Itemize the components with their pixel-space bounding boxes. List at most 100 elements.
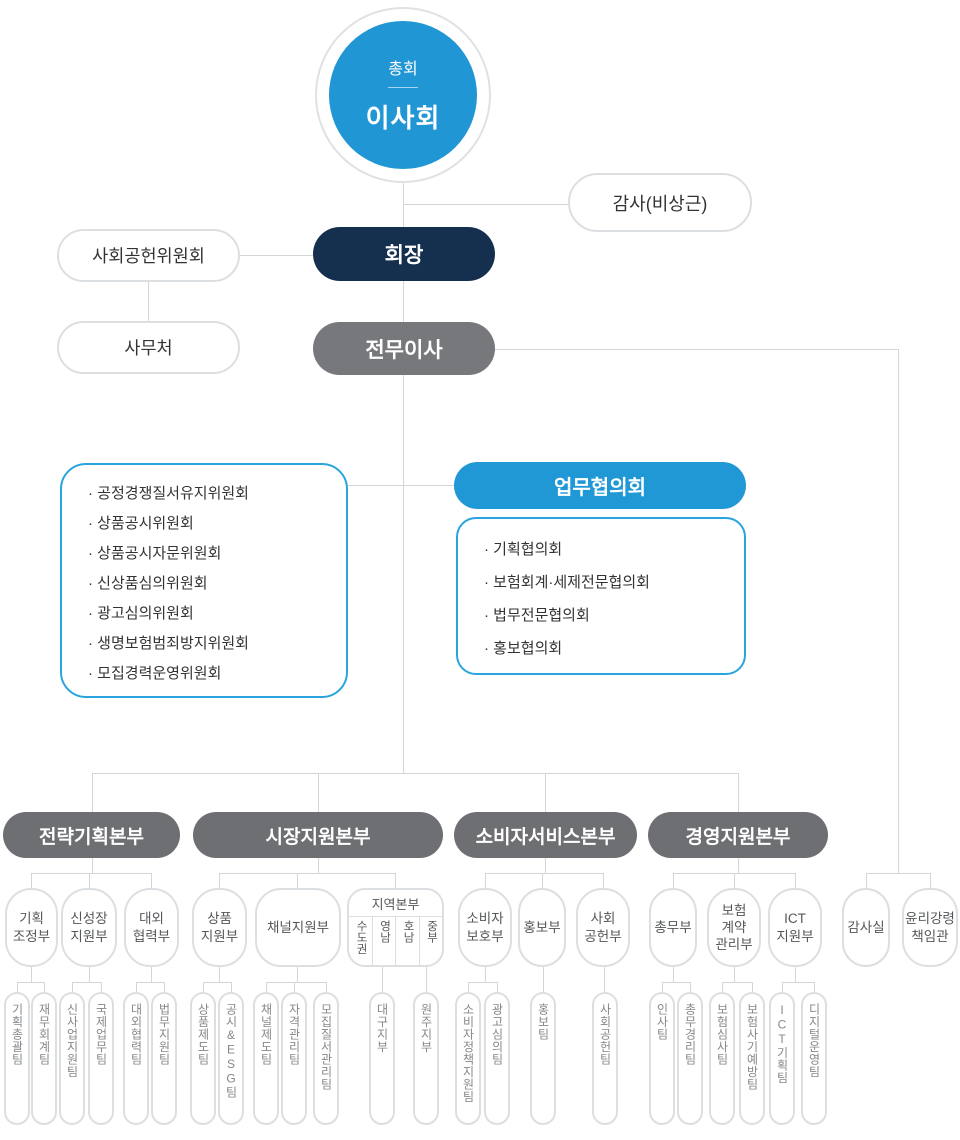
- dept-label: 사회 공헌부: [584, 911, 622, 944]
- connector-line: [673, 873, 674, 888]
- connector-line: [795, 967, 796, 982]
- connector-line: [403, 204, 568, 205]
- connector-line: [543, 967, 544, 992]
- team-label: 공시&ESG팀: [224, 1003, 238, 1099]
- council-title: 업무협의회: [554, 477, 646, 499]
- connector-line: [297, 967, 298, 982]
- connector-line: [348, 485, 454, 486]
- dept-ict-support: ICT 지원부: [768, 888, 822, 967]
- connector-line: [136, 982, 137, 992]
- team-label: 국제업무팀: [94, 1003, 108, 1066]
- committee-item: · 상품공시자문위원회: [88, 545, 222, 562]
- connector-line: [72, 982, 73, 992]
- team-capsule: 모집질서관리팀: [313, 992, 339, 1125]
- connector-line: [722, 982, 723, 992]
- team-capsule: ICT기획팀: [769, 992, 795, 1125]
- connector-line: [734, 967, 735, 982]
- team-label: ICT기획팀: [775, 1003, 789, 1084]
- connector-line: [603, 873, 604, 888]
- connector-line: [495, 349, 898, 350]
- dept-regional-hq: 지역본부 수도권 영남 호남 중부: [347, 888, 444, 967]
- dept-label: 홍보부: [523, 919, 561, 935]
- dept-product-support: 상품 지원부: [192, 888, 247, 967]
- connector-line: [266, 982, 267, 992]
- committee-item: · 모집경력운영위원회: [88, 665, 222, 682]
- connector-line: [898, 349, 899, 873]
- board-circle: 총회 이사회: [329, 21, 477, 169]
- team-capsule: 기획총괄팀: [4, 992, 30, 1125]
- connector-line: [738, 858, 739, 873]
- connector-line: [403, 375, 404, 773]
- division-label: 소비자서비스본부: [475, 826, 616, 848]
- connector-line: [44, 982, 45, 992]
- team-capsule: 원주지부: [413, 992, 439, 1125]
- connector-line: [219, 873, 220, 888]
- dept-planning-coordination: 기획 조정부: [5, 888, 58, 967]
- team-label: 기획총괄팀: [10, 1003, 24, 1066]
- connector-line: [497, 982, 498, 992]
- team-capsule: 상품제도팀: [190, 992, 216, 1125]
- ethics-officer-label: 윤리강령 책임관: [905, 911, 955, 944]
- region-label: 수도권: [355, 920, 367, 955]
- dept-new-growth-support: 신성장 지원부: [61, 888, 117, 967]
- team-label: 모집질서관리팀: [319, 1003, 333, 1091]
- divider: [388, 87, 418, 88]
- division-market-support: 시장지원본부: [193, 812, 443, 858]
- regional-columns: 수도권 영남 호남 중부: [349, 917, 443, 965]
- council-box: · 기획협의회 · 보험회계·세제전문협의회 · 법무전문협의회 · 홍보협의회: [456, 517, 746, 675]
- team-capsule: 디지털운영팀: [801, 992, 827, 1125]
- committee-item: · 공정경쟁질서유지위원회: [88, 485, 249, 502]
- connector-line: [542, 873, 543, 888]
- connector-line: [866, 873, 930, 874]
- division-label: 경영지원본부: [685, 826, 791, 848]
- connector-line: [395, 873, 396, 888]
- council-item: · 보험회계·세제전문협의회: [484, 574, 650, 591]
- connector-line: [240, 255, 313, 256]
- connector-line: [545, 773, 546, 812]
- committee-item: · 광고심의위원회: [88, 605, 194, 622]
- auditor-label: 감사(비상근): [612, 193, 708, 214]
- connector-line: [673, 967, 674, 982]
- team-label: 광고심의팀: [490, 1003, 504, 1066]
- committee-item: · 상품공시위원회: [88, 515, 194, 532]
- connector-line: [17, 982, 18, 992]
- team-label: 소비자정책지원팀: [461, 1003, 475, 1103]
- ethics-officer-node: 윤리강령 책임관: [902, 888, 958, 967]
- region-column: 수도권: [349, 917, 372, 965]
- dept-channel-support: 채널지원부: [255, 888, 341, 967]
- auditor-node: 감사(비상근): [568, 173, 752, 232]
- connector-line: [734, 873, 735, 888]
- dept-label: 채널지원부: [266, 919, 330, 935]
- regional-hq-label: 지역본부: [349, 890, 442, 917]
- team-label: 자격관리팀: [287, 1003, 301, 1066]
- team-label: 홍보팀: [536, 1003, 550, 1041]
- team-label: 보험사기예방팀: [745, 1003, 759, 1091]
- team-label: 디지털운영팀: [807, 1003, 821, 1078]
- connector-line: [318, 773, 319, 812]
- general-meeting-label: 총회: [388, 61, 418, 78]
- division-strategy-planning: 전략기획본부: [3, 812, 180, 858]
- team-capsule: 소비자정책지원팀: [455, 992, 481, 1125]
- dept-external-cooperation: 대외 협력부: [124, 888, 179, 967]
- committee-item: · 신상품심의위원회: [88, 575, 208, 592]
- connector-line: [92, 773, 738, 774]
- region-column: 중부: [418, 917, 443, 965]
- connector-line: [89, 873, 90, 888]
- connector-line: [266, 982, 326, 983]
- division-label: 전략기획본부: [39, 826, 144, 848]
- team-capsule: 공시&ESG팀: [218, 992, 244, 1125]
- connector-line: [219, 967, 220, 982]
- connector-line: [468, 982, 469, 992]
- connector-line: [382, 967, 383, 992]
- connector-line: [151, 967, 152, 982]
- connector-line: [72, 982, 101, 983]
- team-capsule: 총무경리팀: [677, 992, 703, 1125]
- division-label: 시장지원본부: [265, 826, 371, 848]
- connector-line: [101, 982, 102, 992]
- board-label: 이사회: [365, 103, 441, 133]
- team-label: 보험심사팀: [715, 1003, 729, 1066]
- dept-label: 총무부: [654, 919, 692, 935]
- team-capsule: 신사업지원팀: [59, 992, 85, 1125]
- audit-office-label: 감사실: [847, 919, 885, 935]
- secretariat-label: 사무처: [124, 338, 173, 358]
